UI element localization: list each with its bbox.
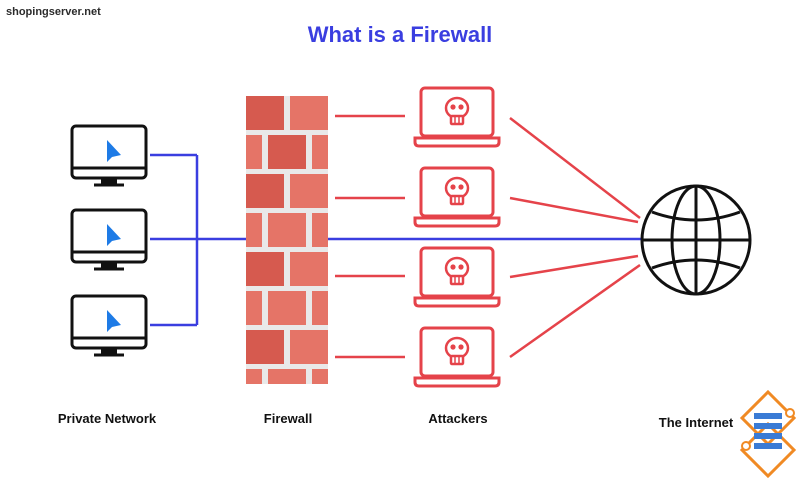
computer-monitor-icon: [70, 208, 148, 271]
page-title: What is a Firewall: [307, 22, 493, 47]
globe-icon: [640, 184, 752, 296]
computer-monitor-icon: [70, 294, 148, 357]
computer-monitor-icon: [70, 124, 148, 187]
label-attackers: Attackers: [428, 411, 488, 426]
network-connectors: [150, 153, 642, 327]
firewall-wall-icon: [246, 96, 328, 384]
site-watermark: shopingserver.net: [6, 6, 101, 18]
attacker-laptop-icon: [413, 166, 501, 228]
attacker-laptop-icon: [413, 86, 501, 148]
attacker-laptop-icon: [413, 246, 501, 308]
attack-lines-firewall: [335, 114, 405, 359]
attack-lines-internet: [509, 117, 641, 359]
label-internet: The Internet: [658, 415, 734, 430]
label-firewall: Firewall: [263, 411, 313, 426]
label-private-network: Private Network: [57, 411, 157, 426]
server-logo-icon: [739, 389, 797, 479]
attacker-laptop-icon: [413, 326, 501, 388]
